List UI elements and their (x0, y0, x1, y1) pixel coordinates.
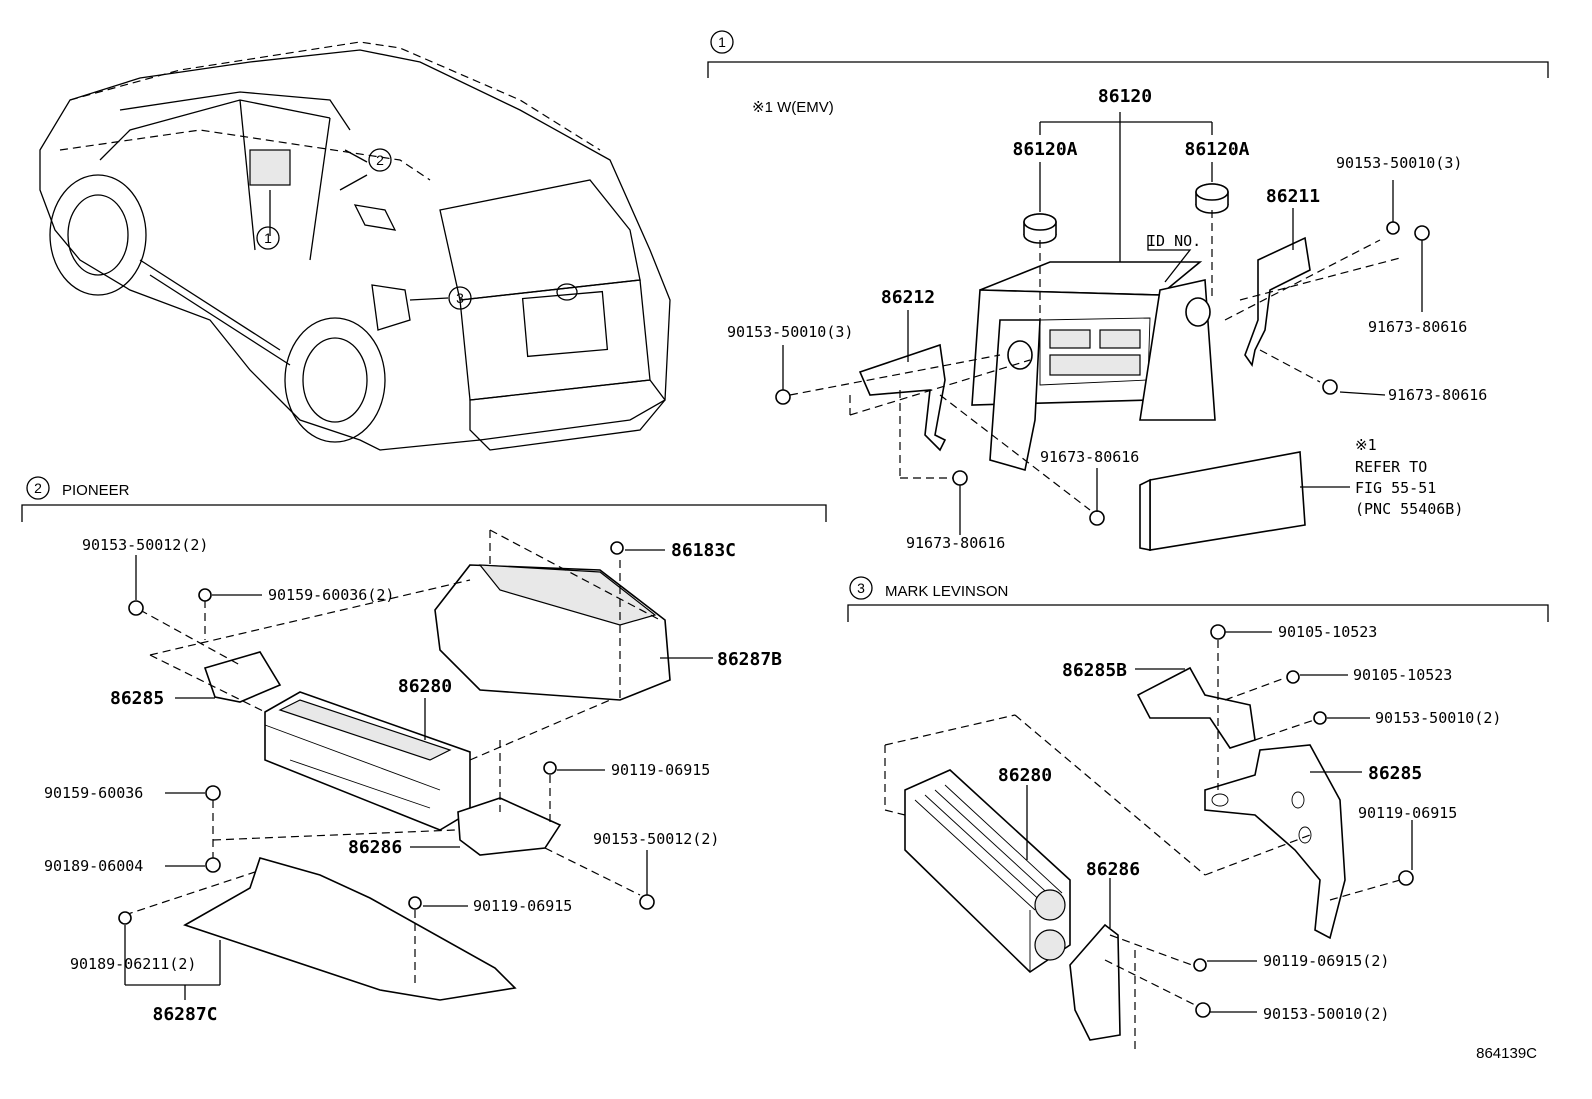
label-86183C: 86183C (671, 540, 736, 561)
label-90119-06915-ml-2: 90119-06915(2) (1263, 952, 1389, 970)
display-unit-refer (1139, 451, 1306, 551)
label-90153-50010-top: 90153-50010(3) (1336, 154, 1462, 172)
section-2-title: PIONEER (62, 482, 130, 499)
label-90105-10523-a: 90105-10523 (1278, 623, 1377, 641)
label-90189-06211: 90189-06211(2) (70, 955, 196, 973)
head-unit-86120 (971, 261, 1216, 472)
label-86285B: 86285B (1062, 660, 1127, 681)
section-3-header: 3 MARK LEVINSON (847, 576, 1549, 622)
label-86120: 86120 (1098, 86, 1152, 107)
svg-text:2: 2 (376, 152, 384, 168)
section-2-dashlines (124, 529, 661, 985)
label-91673-80616-r2: 91673-80616 (1388, 386, 1487, 404)
label-90153-50012-e: 90153-50012(2) (593, 830, 719, 848)
knob-left-86120A (1023, 213, 1057, 244)
label-91673-80616-bottom: 91673-80616 (906, 534, 1005, 552)
label-id-no: ID NO. (1147, 232, 1201, 250)
section-3-labels: 90105-10523 86285B 90105-10523 90153-500… (998, 623, 1502, 1023)
section-3-leaders (1026, 631, 1413, 1013)
section-2-fasteners (118, 541, 655, 925)
label-86285-ml: 86285 (1368, 763, 1422, 784)
label-90105-10523-b: 90105-10523 (1353, 666, 1452, 684)
section-2-leaders (124, 549, 713, 1000)
label-refer-3: (PNC 55406B) (1355, 500, 1463, 518)
label-90189-06004: 90189-06004 (44, 857, 143, 875)
label-91673-80616-mid: 91673-80616 (1040, 448, 1139, 466)
label-refer-1: REFER TO (1355, 458, 1427, 476)
label-86286-ml: 86286 (1086, 859, 1140, 880)
label-86285-pioneer: 86285 (110, 688, 164, 709)
label-86120A-right: 86120A (1184, 139, 1249, 160)
section-2-labels: 90153-50012(2) 90159-60036(2) 86183C 862… (44, 536, 782, 1025)
tray-86287C (183, 857, 517, 1001)
section-2-header: 2 PIONEER (21, 476, 827, 522)
label-86211: 86211 (1266, 186, 1320, 207)
knob-right-86120A (1195, 183, 1229, 214)
amplifier-86280-ml (904, 769, 1071, 974)
label-90153-50010-ml-a: 90153-50010(2) (1375, 709, 1501, 727)
label-90159-60036-2: 90159-60036(2) (268, 586, 394, 604)
label-refer-2: FIG 55-51 (1355, 479, 1436, 497)
label-86280-pioneer: 86280 (398, 676, 452, 697)
section-1-header: 1 ※1 W(EMV) (707, 30, 1549, 116)
section-3-title: MARK LEVINSON (885, 583, 1008, 600)
section-3-fasteners (1193, 624, 1414, 1018)
svg-text:3: 3 (857, 580, 865, 596)
label-86280-ml: 86280 (998, 765, 1052, 786)
label-90119-06915-a: 90119-06915 (611, 761, 710, 779)
cover-86287B (434, 564, 671, 701)
label-90153-50010-ml-d: 90153-50010(2) (1263, 1005, 1389, 1023)
svg-text:1: 1 (718, 34, 726, 50)
vehicle-callout-2: 2 (368, 148, 392, 172)
section-1-fasteners (775, 221, 1430, 526)
emv-note: ※1 W(EMV) (752, 99, 834, 116)
bracket-86285-ml (1204, 744, 1346, 940)
bracket-86285-pioneer (203, 651, 282, 703)
label-86286-pioneer: 86286 (348, 837, 402, 858)
label-86287C: 86287C (152, 1004, 217, 1025)
section-1-leaders (782, 112, 1423, 535)
svg-text:1: 1 (264, 230, 272, 246)
label-refer-mark: ※1 (1355, 436, 1377, 454)
vehicle-callout-3: 3 (448, 286, 472, 310)
bracket-86211 (1244, 236, 1311, 367)
label-86120A-left: 86120A (1012, 139, 1077, 160)
section-1-labels: 86120 86120A 86120A 86211 86212 ID NO. 9… (727, 86, 1487, 552)
label-90119-06915-ml: 90119-06915 (1358, 804, 1457, 822)
section-1-dashlines (789, 210, 1401, 511)
label-86212: 86212 (881, 287, 935, 308)
vehicle-illustration (39, 41, 671, 451)
label-90159-60036: 90159-60036 (44, 784, 143, 802)
label-90153-50012-a: 90153-50012(2) (82, 536, 208, 554)
vehicle-callout-1: 1 (256, 226, 280, 250)
label-86287B: 86287B (717, 649, 782, 670)
diagram-id: 864139C (1476, 1045, 1537, 1062)
label-90153-50010-left: 90153-50010(3) (727, 323, 853, 341)
label-91673-80616-r1: 91673-80616 (1368, 318, 1467, 336)
bracket-86286-ml (1069, 923, 1121, 1041)
section-3-dashlines (884, 640, 1401, 1050)
svg-text:3: 3 (456, 290, 464, 306)
svg-text:2: 2 (34, 480, 42, 496)
label-90119-06915-f: 90119-06915 (473, 897, 572, 915)
